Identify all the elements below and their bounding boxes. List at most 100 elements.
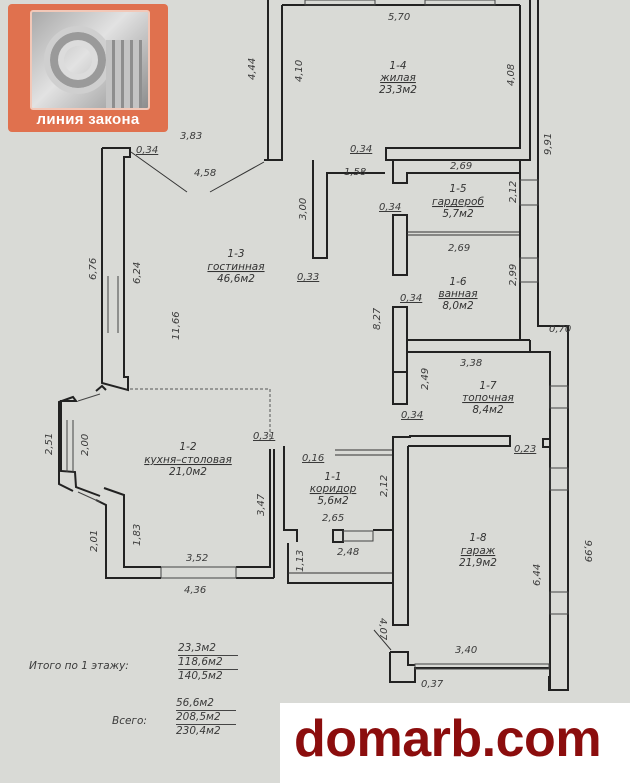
wall-boiler xyxy=(392,351,550,405)
wall-1-4-right xyxy=(385,0,531,161)
svg-text:гостинная: гостинная xyxy=(207,261,264,273)
window xyxy=(519,257,539,283)
room-1-6: 1-6 ванная 8,0м2 xyxy=(438,276,477,312)
dim-label: 0,34 xyxy=(401,410,423,421)
room-1-8: 1-8 гараж 21,9м2 xyxy=(459,532,497,569)
svg-text:1-2: 1-2 xyxy=(179,441,196,453)
dim-label: 0,70 xyxy=(549,324,571,335)
wall-kitchen-bottom-left xyxy=(103,487,161,568)
dim-label: 8,27 xyxy=(372,307,383,330)
wall-kitchen-right xyxy=(236,449,271,568)
dim-label: 0,34 xyxy=(350,144,372,155)
room-1-2: 1-2 кухня–столовая 21,0м2 xyxy=(144,441,232,478)
dim-label: 3,38 xyxy=(460,358,482,369)
wall-stub xyxy=(392,160,521,184)
dim-label: 9,99 xyxy=(582,540,593,562)
dim-label: 11,66 xyxy=(171,311,182,340)
dim-label: 2,51 xyxy=(44,433,55,455)
dim-label: 4,08 xyxy=(506,64,517,86)
dim-label: 4,58 xyxy=(194,168,216,179)
wall-angled xyxy=(209,161,265,193)
brand-logo: линия закона xyxy=(8,4,168,132)
dim-label: 6,24 xyxy=(132,262,143,284)
wall-stub-small xyxy=(542,438,551,448)
svg-text:5,7м2: 5,7м2 xyxy=(442,208,474,220)
wall-vestibule xyxy=(287,543,393,584)
window xyxy=(549,591,569,615)
dim-label: 0,34 xyxy=(379,202,401,213)
window xyxy=(304,0,376,6)
dim-label: 2,69 xyxy=(448,243,470,254)
room-1-7: 1-7 топочная 8,4м2 xyxy=(462,380,514,416)
wall-bay-upper xyxy=(95,384,107,392)
dim-label: 2,12 xyxy=(379,475,390,497)
dim-label: 0,34 xyxy=(400,293,422,304)
dim-label: 2,00 xyxy=(80,434,91,456)
window xyxy=(519,179,539,206)
dimension-labels: 5,70 4,44 4,10 4,08 9,91 3,83 0,34 4,58 … xyxy=(44,12,593,690)
window xyxy=(160,566,237,579)
svg-text:23,3м2: 23,3м2 xyxy=(379,84,417,96)
room-1-1: 1-1 коридор 5,6м2 xyxy=(310,471,357,507)
dim-label: 4,44 xyxy=(247,58,258,80)
grand-total-label: Всего: xyxy=(112,715,147,727)
dim-label: 2,48 xyxy=(337,547,359,558)
wall-kitchen-bottom-left-outer xyxy=(95,499,161,579)
watermark: domarb.com xyxy=(280,703,630,783)
wall-living-left xyxy=(101,147,131,392)
svg-text:топочная: топочная xyxy=(462,392,514,404)
dim-label: 2,49 xyxy=(420,368,431,390)
dim-label: 2,69 xyxy=(450,161,472,172)
wall-corridor-pillar xyxy=(332,529,344,543)
brand-name: линия закона xyxy=(36,111,140,128)
svg-text:46,6м2: 46,6м2 xyxy=(217,273,255,285)
wall-1-4-left xyxy=(267,0,283,161)
wall-bath-pillar xyxy=(392,306,408,373)
window xyxy=(424,0,496,6)
svg-text:гардероб: гардероб xyxy=(432,196,484,208)
dim-label: 9,91 xyxy=(543,133,554,155)
dim-label: 3,52 xyxy=(186,553,208,564)
svg-text:кухня–столовая: кухня–столовая xyxy=(144,454,232,466)
dim-label: 0,33 xyxy=(297,272,319,283)
dim-label: 2,12 xyxy=(508,181,519,203)
dim-label: 0,31 xyxy=(253,431,275,442)
svg-text:гараж: гараж xyxy=(461,545,496,557)
room-1-5: 1-5 гардероб 5,7м2 xyxy=(432,183,484,220)
dim-label: 0,16 xyxy=(302,453,324,464)
dim-label: 1,58 xyxy=(344,167,366,178)
svg-text:1-4: 1-4 xyxy=(389,60,406,72)
window xyxy=(549,385,569,409)
dim-label: 2,01 xyxy=(89,530,100,552)
window xyxy=(77,491,101,503)
door xyxy=(342,530,374,542)
wall-right-lower xyxy=(529,340,551,676)
dim-label: 0,34 xyxy=(136,145,158,156)
room-labels: 1-4 жилая 23,3м2 1-5 гардероб 5,7м2 1-6 … xyxy=(144,60,514,569)
dim-label: 3,40 xyxy=(455,645,477,656)
svg-text:1-7: 1-7 xyxy=(479,380,496,392)
dim-label: 4,10 xyxy=(294,60,305,82)
floor-total-values: 23,3м2 118,6м2 140,5м2 xyxy=(178,642,238,683)
dim-label: 5,70 xyxy=(388,12,410,23)
wall-garage-bottom-corner xyxy=(390,651,415,666)
svg-text:8,4м2: 8,4м2 xyxy=(472,404,504,416)
dim-label: 4,36 xyxy=(184,585,206,596)
floor-total-label: Итого по 1 этажу: xyxy=(29,660,129,672)
dim-label: 6,76 xyxy=(88,258,99,280)
kitchen-boundary-dashed xyxy=(130,388,271,440)
leader-line xyxy=(373,629,392,651)
wall-bay xyxy=(58,395,101,497)
svg-text:1-6: 1-6 xyxy=(449,276,466,288)
column-capital-icon xyxy=(30,10,150,110)
svg-text:1-3: 1-3 xyxy=(227,248,244,260)
wall-garage-bottom xyxy=(389,652,551,690)
dim-label: 4,07 xyxy=(377,618,388,641)
dim-label: 1,83 xyxy=(132,524,143,546)
svg-text:1-5: 1-5 xyxy=(449,183,466,195)
svg-text:21,0м2: 21,0м2 xyxy=(169,466,207,478)
wall-angled xyxy=(130,151,188,193)
wall-garage-left xyxy=(392,437,409,626)
grand-total-values: 56,6м2 208,5м2 230,4м2 xyxy=(176,697,236,738)
